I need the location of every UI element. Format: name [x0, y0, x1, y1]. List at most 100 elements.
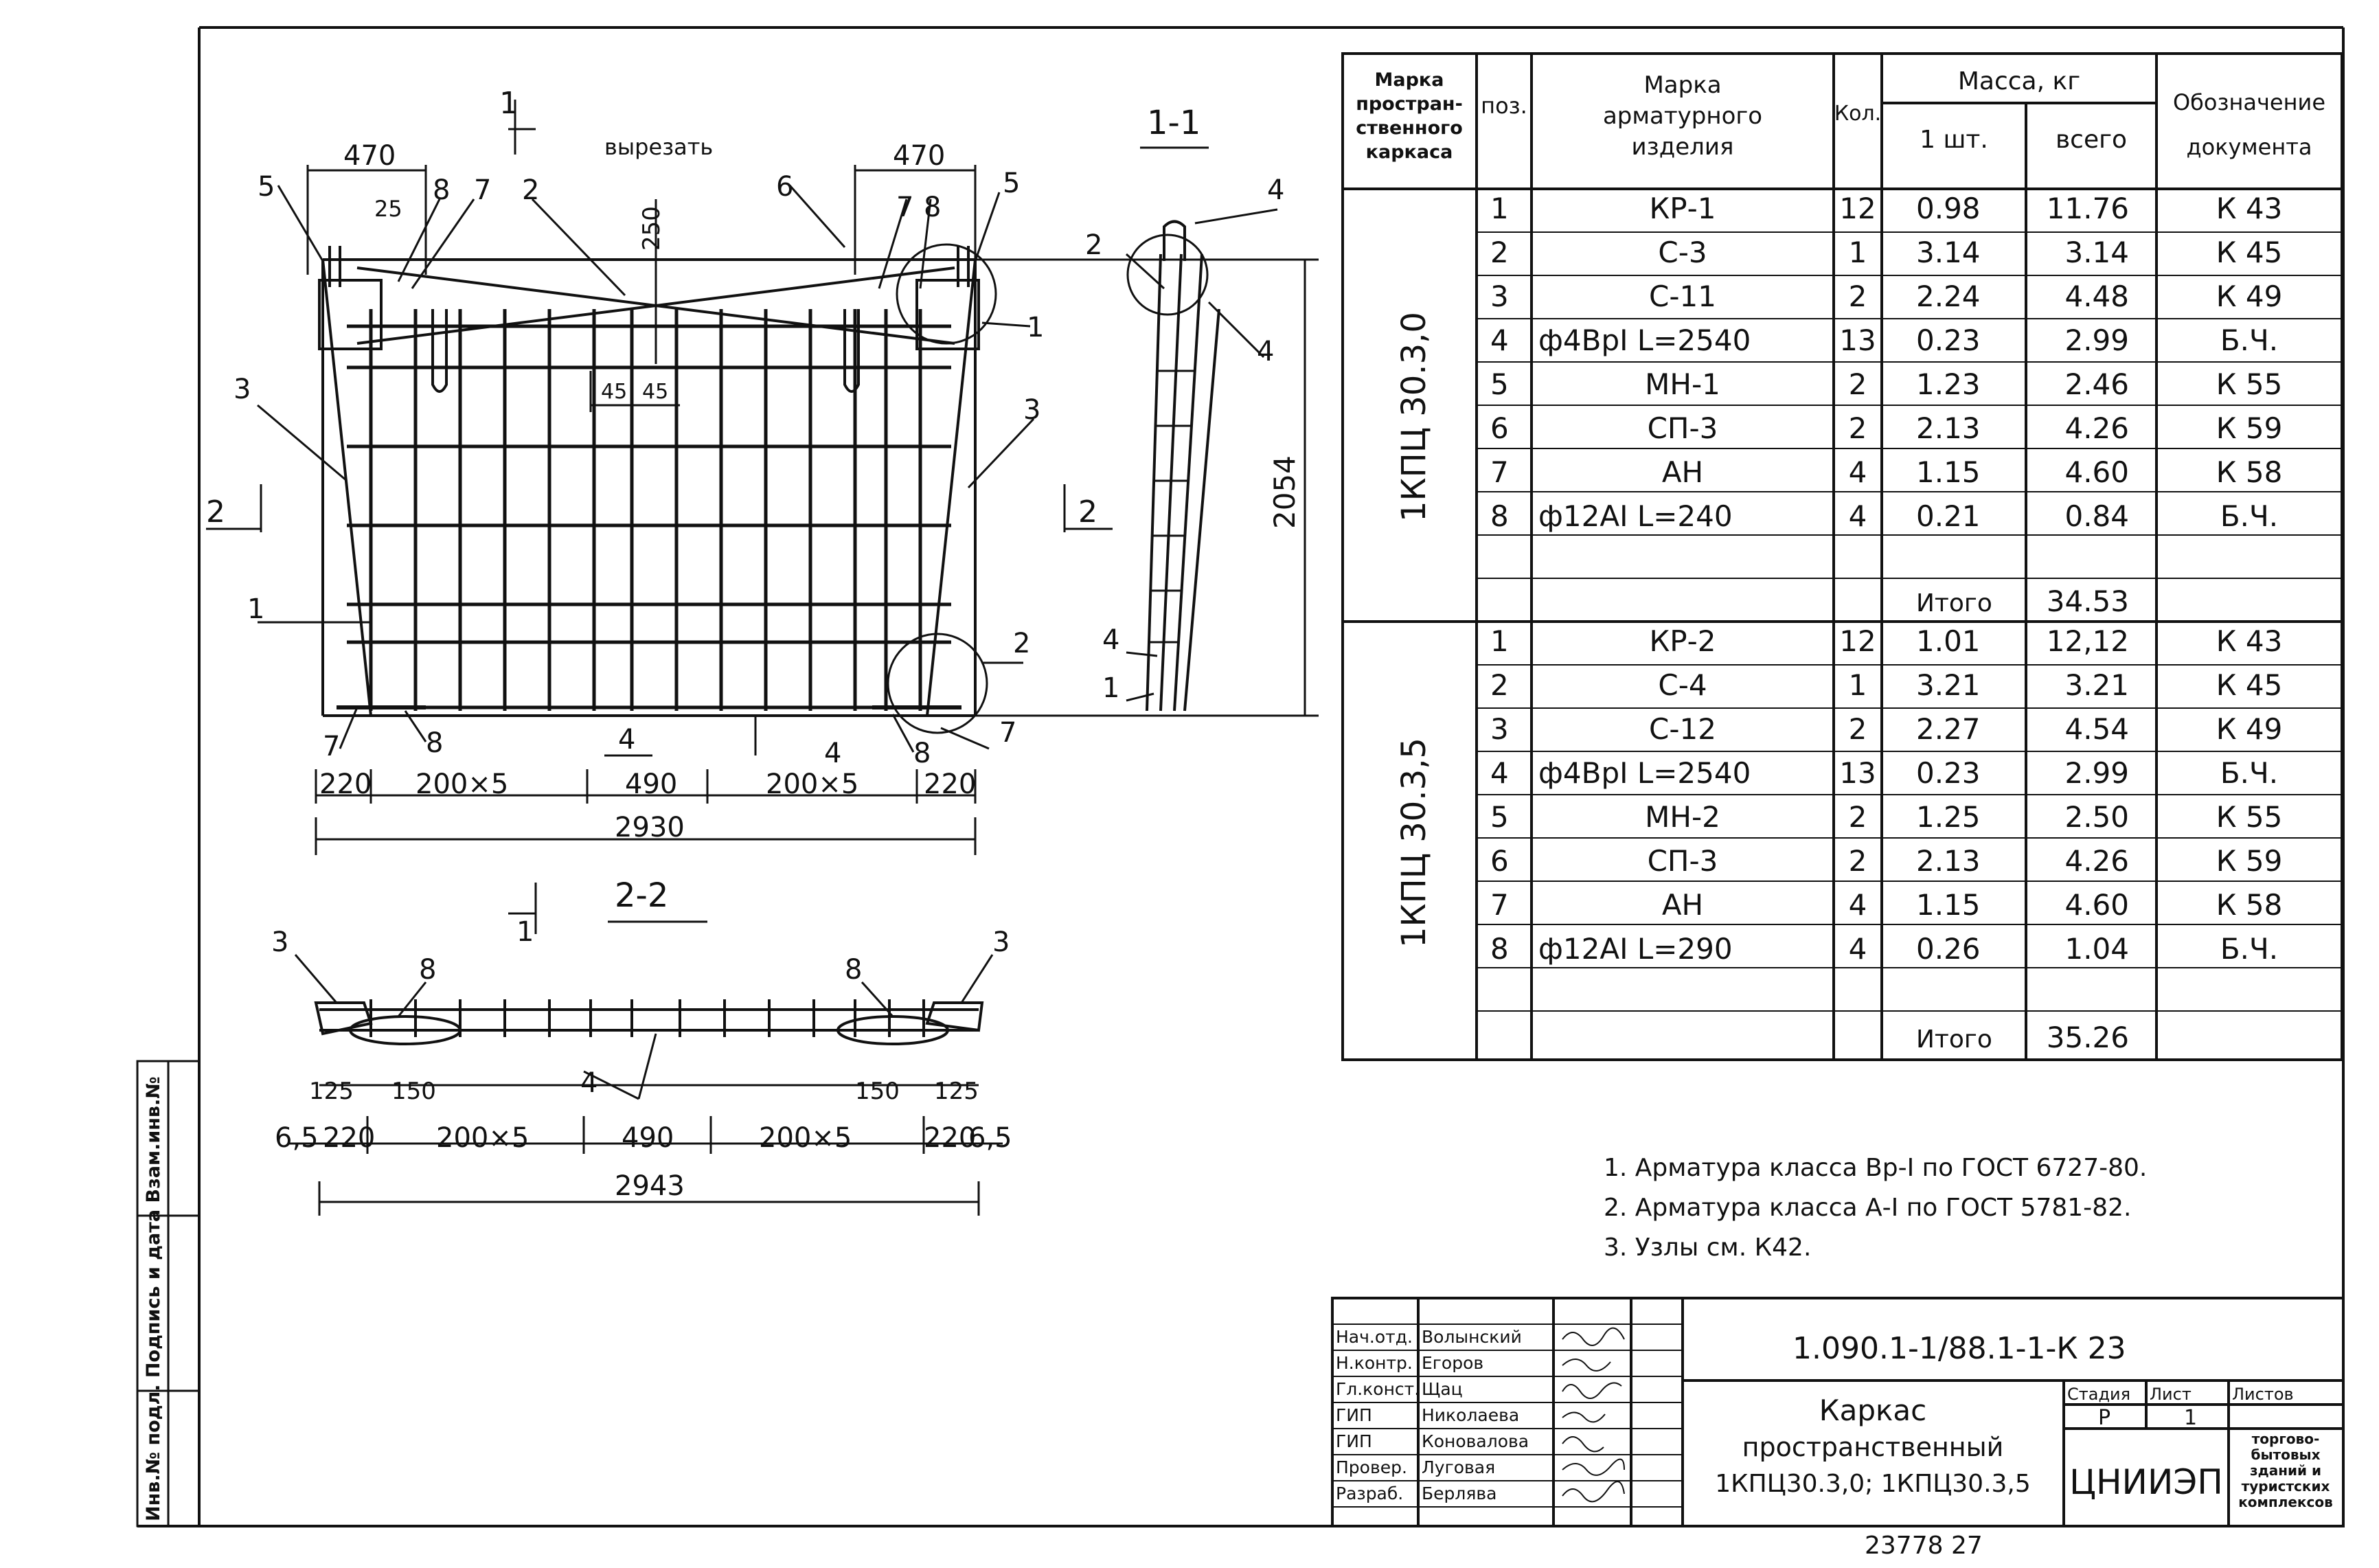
dim-45b: 45 — [642, 380, 668, 404]
dim-200x5-left: 200×5 — [416, 769, 508, 800]
header-frame-mark-line1: Марка — [1375, 69, 1444, 91]
callout-4-bottom-2: 4 — [824, 738, 841, 769]
cell-mark: ф12АI L=240 — [1538, 499, 1733, 533]
cell-mass-total: 4.60 — [2064, 888, 2129, 922]
title-line-3: 1КПЦ30.3,0; 1КПЦ30.3,5 — [1715, 1470, 2031, 1498]
table-row: 4 ф4ВрI L=2540 13 0.23 2.99 Б.Ч. — [1490, 323, 2278, 357]
title-block-grid — [1331, 1297, 2345, 1527]
callout-1-left: 1 — [247, 593, 264, 625]
table-row: 3 С-12 2 2.27 4.54 К 49 — [1490, 712, 2282, 746]
table-row-total: Итого 34.53 — [1916, 584, 2129, 618]
cell-pos: 8 — [1490, 499, 1509, 533]
org-name: ЦНИИЭП — [2069, 1462, 2223, 1502]
callout-2-right: 2 — [1013, 628, 1030, 659]
cell-mass-one: 0.21 — [1916, 499, 1981, 533]
cell-mark: С-12 — [1649, 712, 1716, 746]
signer-role: ГИП — [1336, 1431, 1372, 1451]
plan-labels: 470 470 вырезать 25 250 45 45 2054 1 2 2… — [206, 86, 1301, 843]
cell-doc: К 43 — [2216, 624, 2283, 658]
cell-mass-one: 1.15 — [1916, 455, 1981, 489]
dim-total-2930: 2930 — [615, 812, 685, 843]
signers: Нач.отд. Волынский Н.контр. Егоров Гл.ко… — [1336, 1327, 1529, 1503]
sheets-note-line: комплексов — [2238, 1494, 2333, 1510]
group-1-rows: 1 КР-1 12 0.98 11.76 К 43 2 С-3 1 3.14 3… — [1490, 192, 2282, 618]
cell-mark: КР-2 — [1649, 624, 1716, 658]
dim-2054: 2054 — [1268, 455, 1301, 529]
group-1-frame: 1КПЦ 30.3,0 — [1395, 312, 1433, 522]
table-row-total: Итого 35.26 — [1916, 1021, 2129, 1054]
sheet-label: Лист — [2150, 1385, 2192, 1404]
sheets-note-line: зданий и — [2250, 1462, 2321, 1479]
sec22-dim-220-left: 220 — [323, 1122, 375, 1154]
signer-name: Щац — [1422, 1379, 1463, 1399]
callout-1-right: 1 — [1027, 312, 1044, 343]
sheets-note: торгово- бытовых зданий и туристских ком… — [2238, 1431, 2333, 1510]
header-product-line3: изделия — [1632, 133, 1734, 161]
cell-mark: АН — [1662, 455, 1703, 489]
callout-5-right: 5 — [1003, 168, 1020, 199]
cell-qty: 4 — [1849, 888, 1867, 922]
cell-doc: К 55 — [2216, 367, 2283, 401]
cell-mass-one: 2.13 — [1916, 844, 1981, 878]
callout-7-left: 7 — [474, 174, 491, 206]
cell-mass-total: 3.14 — [2064, 236, 2129, 269]
cell-qty: 4 — [1849, 455, 1867, 489]
cell-mark: ф4ВрI L=2540 — [1538, 756, 1751, 790]
header-mass-one: 1 шт. — [1920, 126, 1988, 154]
section-1-1-body — [1146, 220, 1220, 712]
cell-mass-total: 2.99 — [2064, 756, 2129, 790]
header-frame-mark-line2: простран- — [1356, 93, 1463, 115]
side-stamp-text: Инв.№ подл. Подпись и дата Взам.инв.№ — [143, 1076, 164, 1521]
spec-table-grid — [1341, 52, 2343, 1061]
table-row: 1 КР-2 12 1.01 12,12 К 43 — [1490, 624, 2282, 658]
bottom-number: 23778 27 — [1865, 1532, 1983, 1560]
table-row: 8 ф12АI L=290 4 0.26 1.04 Б.Ч. — [1490, 932, 2278, 966]
cell-doc: К 45 — [2216, 668, 2283, 702]
cell-pos: 2 — [1490, 668, 1509, 702]
sec22-dim-150-right: 150 — [855, 1078, 900, 1105]
sec22-dim-150-left: 150 — [391, 1078, 436, 1105]
cell-doc: Б.Ч. — [2220, 756, 2278, 790]
title-block-row-lines — [1332, 1323, 1683, 1508]
sec11-callout-1: 1 — [1102, 672, 1119, 704]
spec-table: Марка простран- ственного каркаса поз. М… — [1341, 52, 2343, 1061]
section-marker-right: 2 — [1078, 495, 1097, 530]
dim-250: 250 — [638, 206, 665, 251]
signer-name: Егоров — [1422, 1353, 1483, 1373]
cell-qty: 13 — [1839, 756, 1876, 790]
header-qty: Кол. — [1834, 102, 1881, 126]
cell-mass-one: 0.23 — [1916, 323, 1981, 357]
cell-qty: 2 — [1849, 712, 1867, 746]
leader-lines — [257, 185, 1035, 757]
cell-qty: 12 — [1839, 624, 1876, 658]
section-1-1-rungs — [1149, 370, 1195, 644]
cell-qty: 4 — [1849, 932, 1867, 966]
sec22-dim-125-left: 125 — [309, 1078, 354, 1105]
section-2-2-labels: 3 8 8 3 4 125 150 150 125 6,5 220 200×5 … — [271, 927, 1012, 1202]
dim-45a: 45 — [601, 380, 627, 404]
header-mass: Масса, кг — [1958, 67, 2080, 95]
cell-pos: 3 — [1490, 712, 1509, 746]
cage-outline — [321, 258, 977, 717]
sec11-callout-2: 2 — [1085, 229, 1102, 261]
cell-mass-total: 11.76 — [2047, 192, 2129, 225]
signer-role: Нач.отд. — [1336, 1327, 1413, 1347]
title-line-1: Каркас — [1819, 1394, 1926, 1427]
cell-pos: 8 — [1490, 932, 1509, 966]
section-2-2-posts — [369, 999, 925, 1037]
cell-pos: 3 — [1490, 280, 1509, 313]
cell-mass-total: 2.99 — [2064, 323, 2129, 357]
sec22-dim-total-2943: 2943 — [615, 1170, 685, 1202]
cell-mass-one: 3.21 — [1916, 668, 1981, 702]
cell-pos: 2 — [1490, 236, 1509, 269]
cell-mark: МН-1 — [1645, 367, 1720, 401]
cell-pos: 6 — [1490, 844, 1509, 878]
group-2-rows: 1 КР-2 12 1.01 12,12 К 43 2 С-4 1 3.21 3… — [1490, 624, 2282, 1054]
cell-qty: 13 — [1839, 323, 1876, 357]
cell-mass-one: 0.26 — [1916, 932, 1981, 966]
cell-total-value: 34.53 — [2047, 584, 2129, 618]
table-row: 6 СП-3 2 2.13 4.26 К 59 — [1490, 411, 2282, 445]
dim-470-right: 470 — [893, 140, 945, 172]
callout-8-bottom-left: 8 — [426, 727, 443, 759]
detail-circle-bottom — [887, 633, 988, 734]
